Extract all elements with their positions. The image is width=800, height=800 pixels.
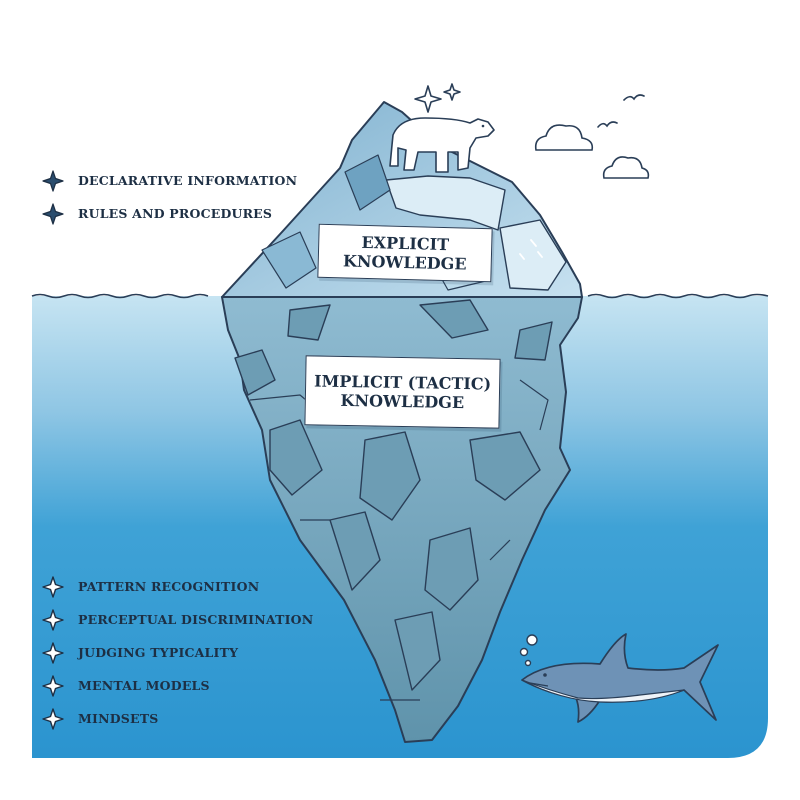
list-item: Rules and procedures [42, 197, 297, 230]
list-item: Perceptual discrimination [42, 603, 313, 636]
list-item-label: Rules and procedures [78, 206, 273, 221]
list-item-label: Mental models [78, 678, 210, 693]
list-item: Declarative information [42, 164, 297, 197]
list-item: Mindsets [42, 702, 313, 735]
cloud-icon [534, 124, 650, 179]
implicit-label-line-2: knowledge [340, 390, 465, 413]
water-surface-line [31, 293, 769, 299]
implicit-knowledge-list: Pattern recognition Perceptual discrimin… [42, 570, 313, 735]
sparkle-icon [42, 575, 64, 598]
sparkle-icon [42, 169, 64, 192]
ice-shine [519, 239, 543, 260]
bird-icon [597, 94, 645, 128]
explicit-label-line-2: knowledge [342, 251, 467, 274]
list-item-label: Mindsets [78, 711, 159, 726]
explicit-knowledge-list: Declarative information Rules and proced… [42, 164, 297, 230]
sparkle-icon [42, 608, 64, 631]
list-item-label: Judging typicality [78, 645, 239, 660]
shark-icon [521, 633, 719, 723]
list-item: Mental models [42, 669, 313, 702]
sparkle-icon [42, 707, 64, 730]
sparkle-icon [42, 202, 64, 225]
list-item-label: Declarative information [78, 173, 298, 188]
polar-bear-icon [389, 117, 495, 173]
list-item: Judging typicality [42, 636, 313, 669]
bubbles-icon [519, 634, 538, 667]
sparkle-icon [414, 83, 461, 113]
implicit-knowledge-label: Implicit (tactic) knowledge [304, 355, 501, 429]
sparkle-icon [42, 641, 64, 664]
explicit-knowledge-label: Explicit knowledge [317, 223, 493, 283]
sparkle-icon [42, 674, 64, 697]
list-item-label: Perceptual discrimination [78, 612, 314, 627]
list-item: Pattern recognition [42, 570, 313, 603]
list-item-label: Pattern recognition [78, 579, 260, 594]
